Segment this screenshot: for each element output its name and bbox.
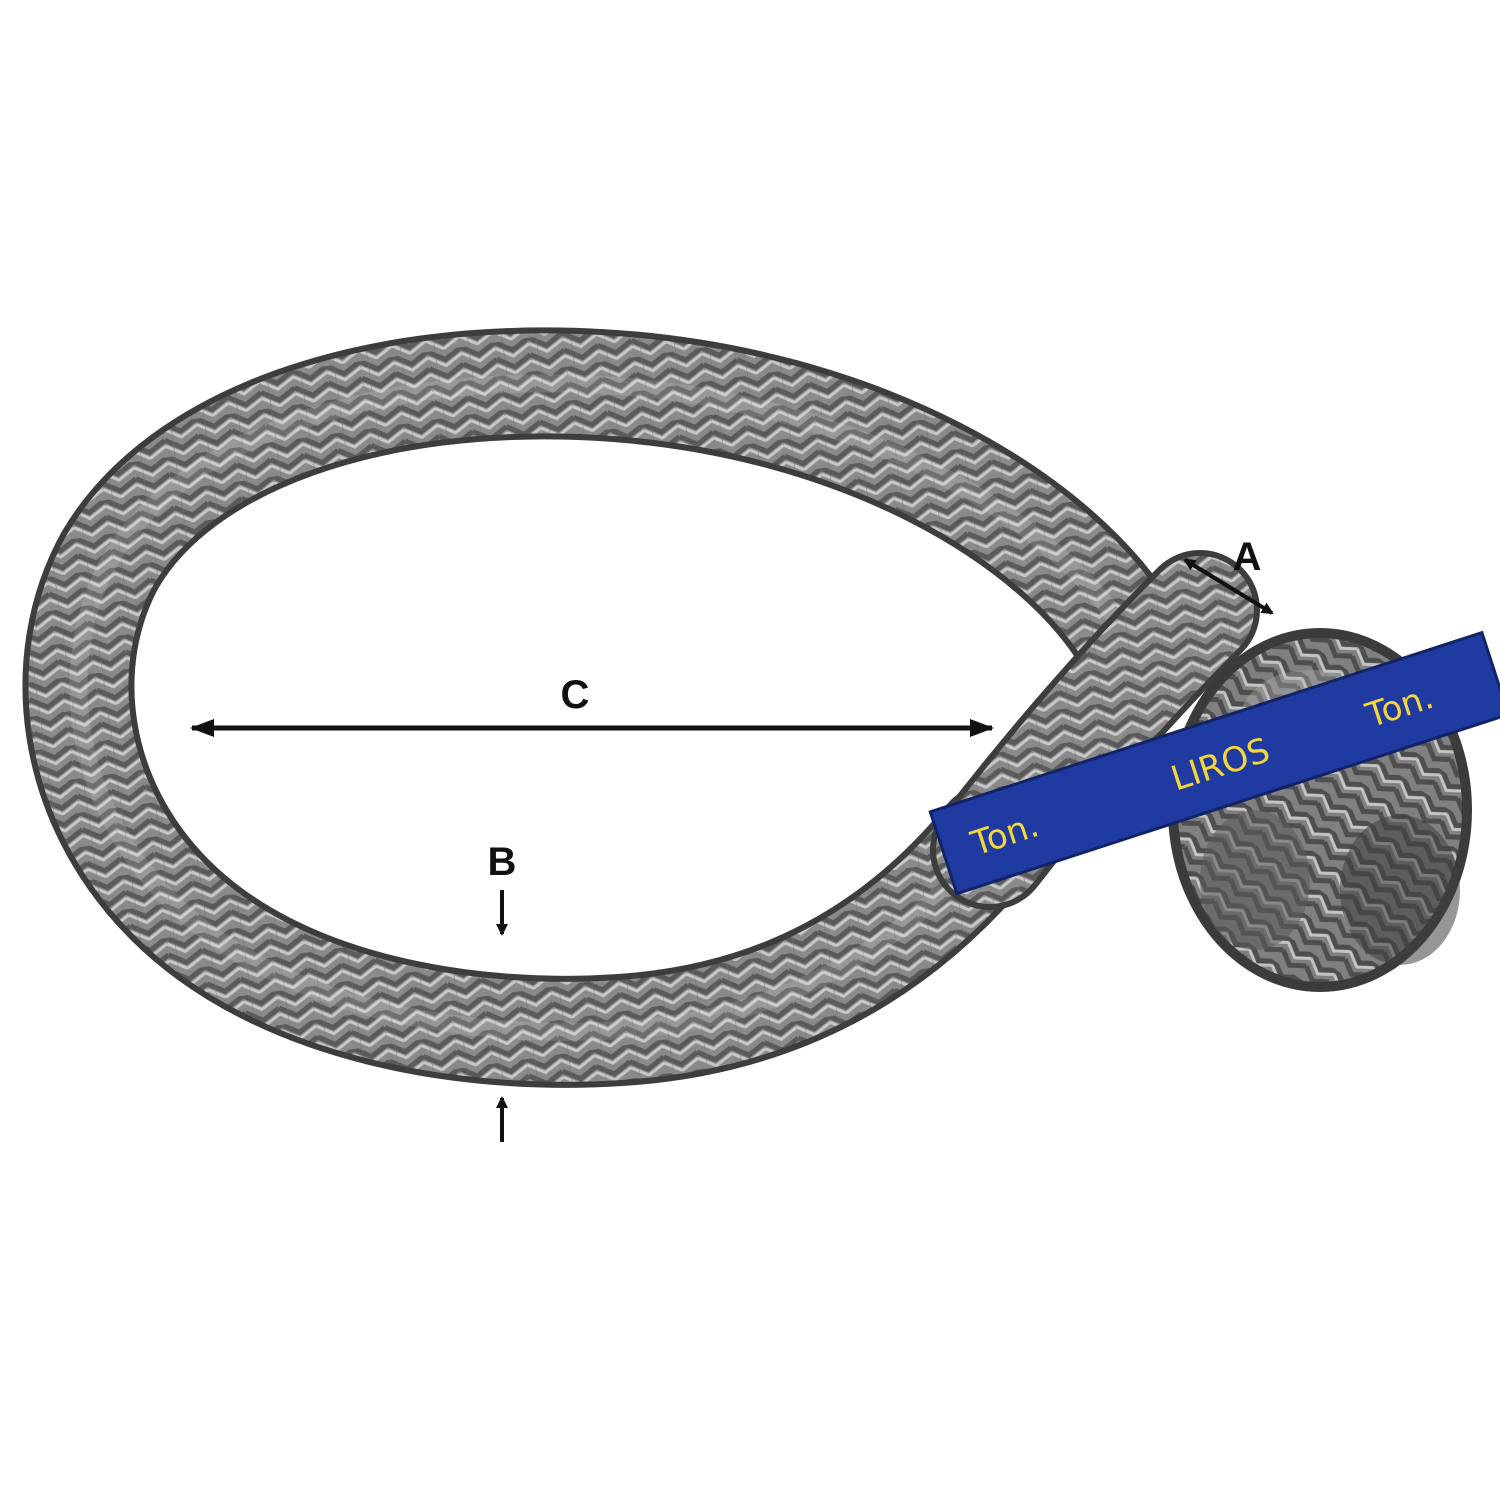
label-b: B <box>488 840 517 884</box>
label-c: C <box>561 673 590 717</box>
rope-loop <box>22 327 1186 1088</box>
tag-ribbon <box>928 630 1500 896</box>
liros-tag: Ton. LIROS Ton. <box>928 630 1500 896</box>
label-a: A <box>1233 535 1262 579</box>
dimension-c: C <box>190 673 994 737</box>
dimension-a-arrow <box>1183 558 1274 615</box>
dimension-a: A <box>1183 535 1274 615</box>
dimension-b: B <box>488 840 517 1142</box>
